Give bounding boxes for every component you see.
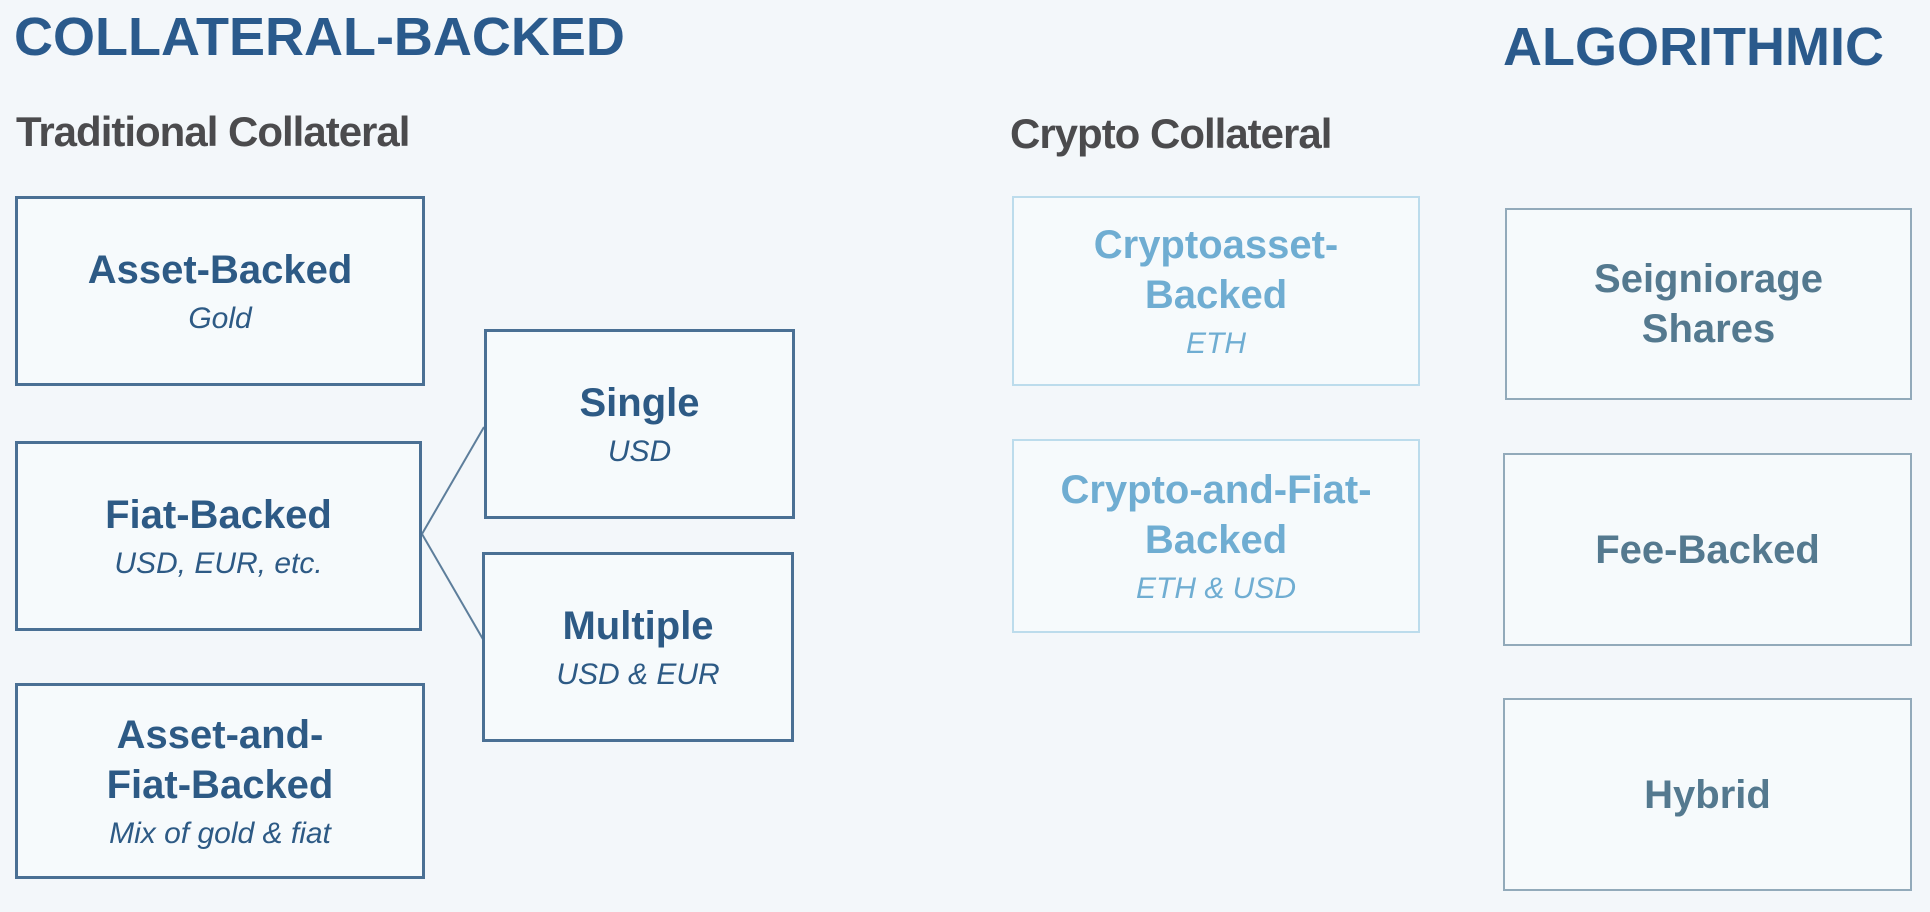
fiat-backed-sublabel: USD, EUR, etc. bbox=[114, 546, 323, 580]
seigniorage-shares-box: Seigniorage Shares bbox=[1505, 208, 1912, 400]
asset-and-fiat-backed-label: Asset-and- Fiat-Backed bbox=[106, 712, 334, 807]
traditional-collateral-heading: Traditional Collateral bbox=[16, 108, 410, 155]
asset-and-fiat-backed-sublabel: Mix of gold & fiat bbox=[109, 816, 331, 850]
multiple-label: Multiple bbox=[562, 603, 714, 648]
cryptoasset-backed-label: Cryptoasset- Backed bbox=[1093, 222, 1339, 317]
crypto-and-fiat-backed-box: Crypto-and-Fiat- Backed ETH & USD bbox=[1012, 439, 1420, 633]
seigniorage-shares-label: Seigniorage Shares bbox=[1594, 257, 1823, 351]
multiple-box: Multiple USD & EUR bbox=[482, 552, 794, 742]
asset-backed-label: Asset-Backed bbox=[87, 247, 353, 292]
cryptoasset-backed-sublabel: ETH bbox=[1186, 326, 1246, 360]
crypto-and-fiat-backed-label: Crypto-and-Fiat- Backed bbox=[1060, 467, 1372, 562]
hybrid-box: Hybrid bbox=[1503, 698, 1912, 891]
crypto-and-fiat-backed-sublabel: ETH & USD bbox=[1135, 571, 1297, 605]
fee-backed-box: Fee-Backed bbox=[1503, 453, 1912, 646]
single-sublabel: USD bbox=[607, 434, 672, 468]
collateral-backed-title: COLLATERAL-BACKED bbox=[14, 7, 625, 67]
fee-backed-label: Fee-Backed bbox=[1595, 527, 1820, 572]
fiat-backed-box: Fiat-Backed USD, EUR, etc. bbox=[15, 441, 422, 631]
connector-line-to-single bbox=[421, 426, 485, 535]
single-box: Single USD bbox=[484, 329, 795, 519]
asset-backed-box: Asset-Backed Gold bbox=[15, 196, 425, 386]
asset-backed-sublabel: Gold bbox=[188, 301, 252, 335]
asset-and-fiat-backed-box: Asset-and- Fiat-Backed Mix of gold & fia… bbox=[15, 683, 425, 879]
crypto-collateral-heading: Crypto Collateral bbox=[1010, 110, 1332, 157]
cryptoasset-backed-box: Cryptoasset- Backed ETH bbox=[1012, 196, 1420, 386]
connector-line-to-multiple bbox=[421, 533, 485, 642]
fiat-backed-label: Fiat-Backed bbox=[105, 492, 332, 537]
hybrid-label: Hybrid bbox=[1644, 772, 1771, 817]
multiple-sublabel: USD & EUR bbox=[556, 657, 720, 691]
algorithmic-title: ALGORITHMIC bbox=[1503, 17, 1884, 77]
single-label: Single bbox=[579, 380, 700, 425]
